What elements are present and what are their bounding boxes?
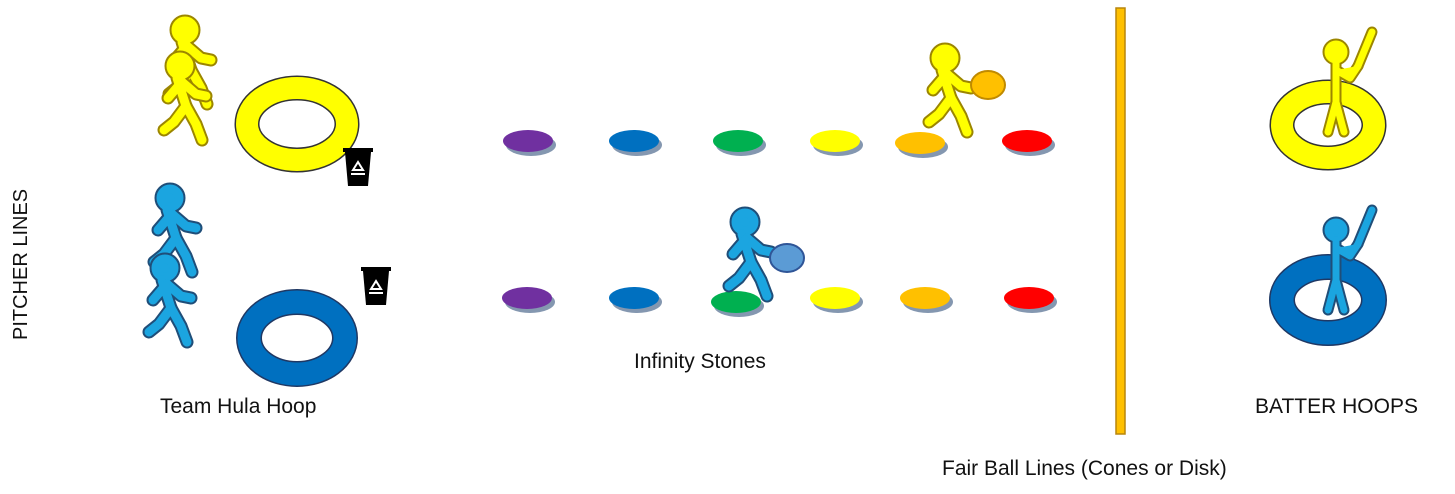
- runner-icon: [164, 57, 206, 140]
- yellow-fielder: [929, 49, 1005, 132]
- stone-icon: [609, 287, 659, 309]
- fair-ball-line: [1116, 8, 1125, 434]
- runner-icon: [149, 259, 191, 342]
- fair-ball-lines-label: Fair Ball Lines (Cones or Disk): [942, 457, 1227, 481]
- infinity-stones-label: Infinity Stones: [634, 350, 766, 374]
- ball-icon: [971, 71, 1005, 99]
- stone-icon: [502, 287, 552, 309]
- hula-hoop-icon: [249, 302, 345, 374]
- stone-icon: [810, 130, 860, 152]
- recycle-bin-icon: [361, 267, 391, 305]
- team-hula-hoop-label: Team Hula Hoop: [160, 395, 316, 419]
- recycle-bin-icon: [343, 148, 373, 186]
- stone-icon: [1004, 287, 1054, 309]
- batter-hoops-label: BATTER HOOPS: [1255, 395, 1418, 419]
- hula-hoop-icon: [247, 88, 347, 160]
- ball-icon: [770, 244, 804, 272]
- pitcher-lines-label: PITCHER LINES: [10, 189, 33, 340]
- stone-icon: [895, 132, 945, 154]
- blue-pitcher-line: [149, 189, 196, 342]
- runner-icon: [929, 49, 971, 132]
- yellow-pitcher-line: [164, 21, 211, 140]
- stone-icon: [810, 287, 860, 309]
- stone-icon: [711, 291, 761, 313]
- runner-icon: [729, 213, 771, 296]
- stone-icon: [503, 130, 553, 152]
- stone-icon: [609, 130, 659, 152]
- stone-icon: [713, 130, 763, 152]
- stone-icon: [1002, 130, 1052, 152]
- stone-icon: [900, 287, 950, 309]
- stones-row-bottom: [502, 287, 1057, 317]
- blue-fielder: [729, 213, 804, 296]
